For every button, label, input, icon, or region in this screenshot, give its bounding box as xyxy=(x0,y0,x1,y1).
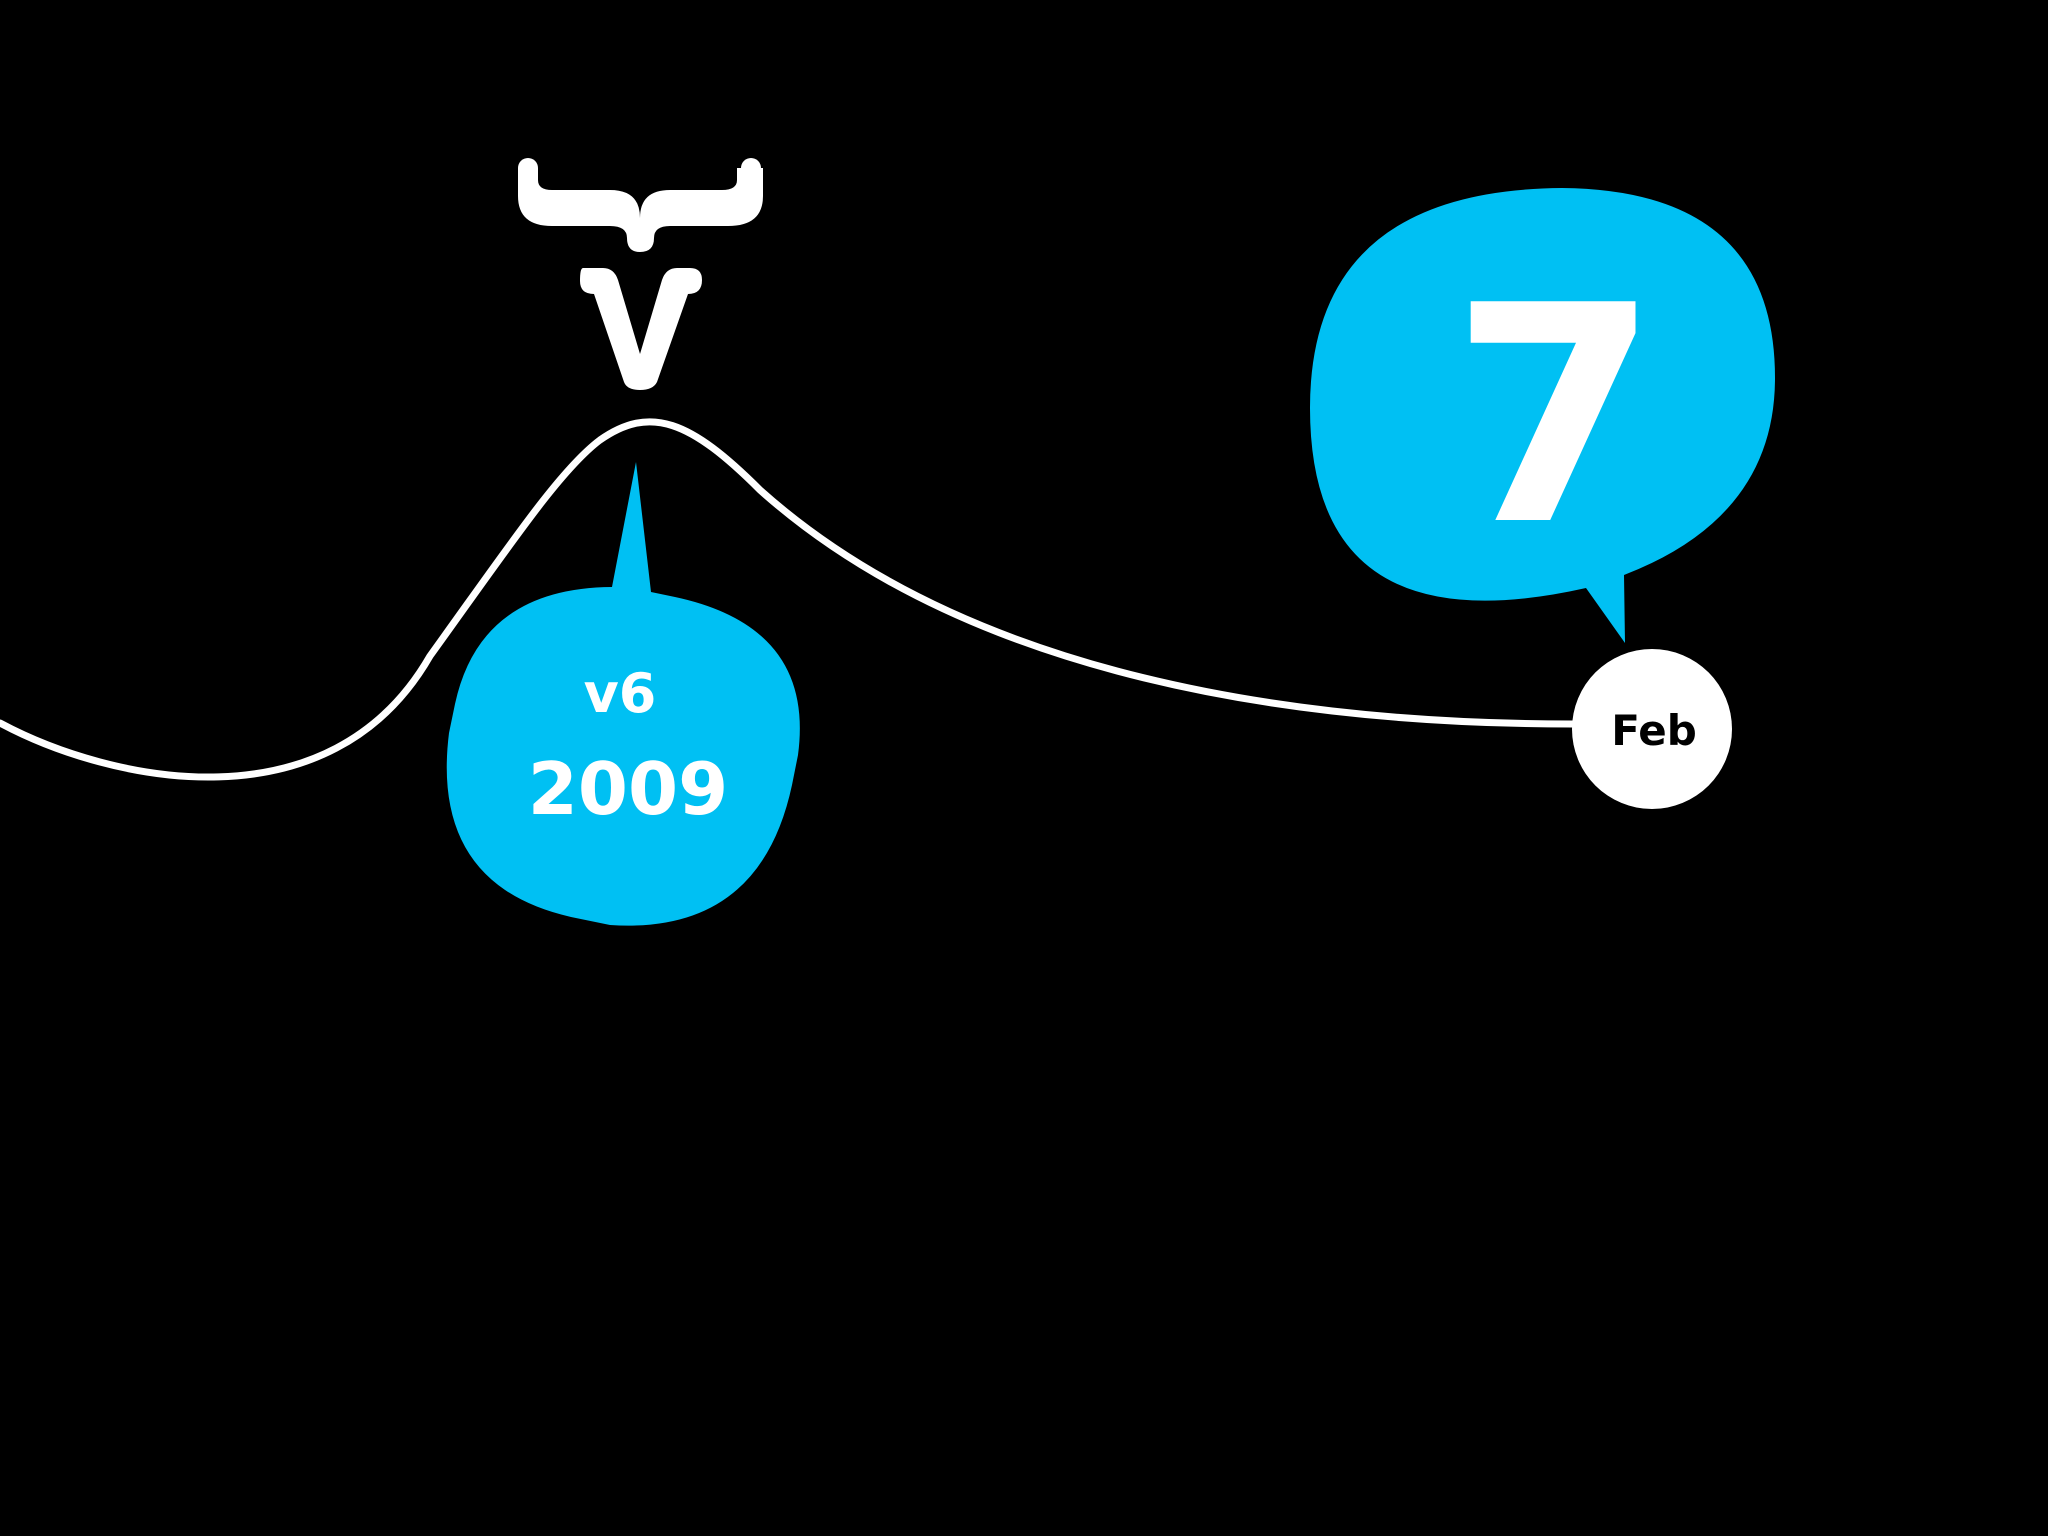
v-logo-icon xyxy=(518,158,763,390)
month-marker: Feb xyxy=(1572,649,1732,809)
milestone-bubble-shape xyxy=(446,462,800,926)
timeline-curve-line xyxy=(0,418,1584,781)
milestone-bubble: v6 2009 xyxy=(446,462,800,926)
logo-horns xyxy=(518,168,763,252)
milestone-version: v6 xyxy=(584,662,657,725)
upcoming-bubble-shape xyxy=(1310,188,1775,643)
upcoming-number-bubble: 7 xyxy=(1310,188,1775,643)
logo-horn-tip-left xyxy=(518,158,538,178)
milestone-year: 2009 xyxy=(528,747,728,831)
logo-horn-tip-right xyxy=(741,158,761,178)
logo-v-letter xyxy=(580,268,702,390)
upcoming-number: 7 xyxy=(1451,242,1660,591)
month-label: Feb xyxy=(1611,706,1697,755)
month-circle xyxy=(1572,649,1732,809)
